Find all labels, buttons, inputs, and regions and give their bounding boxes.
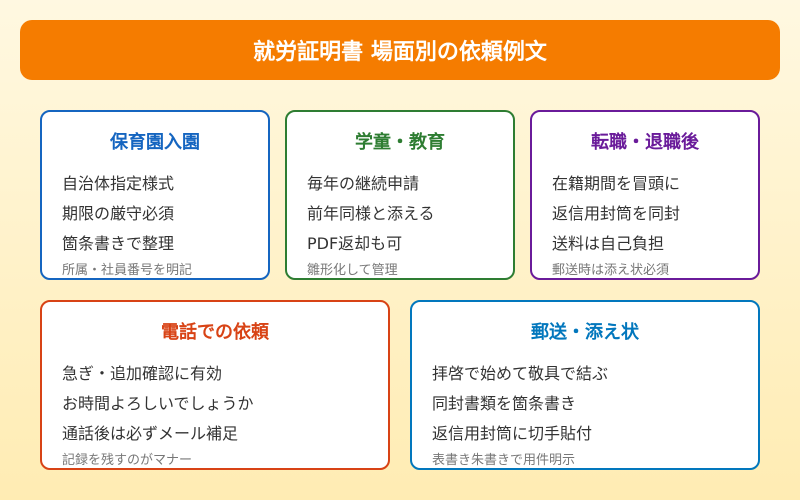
- card-note: 雛形化して管理: [307, 263, 398, 278]
- card-title: 保育園入園: [110, 132, 200, 153]
- card-item: 期限の厳守必須: [62, 204, 175, 223]
- card-item: PDF返却も可: [307, 234, 403, 253]
- card-item: お時間よろしいでしょうか: [62, 394, 254, 413]
- card-note: 所属・社員番号を明記: [62, 263, 193, 278]
- card-item: 拝啓で始めて敬具で結ぶ: [432, 364, 609, 383]
- card-note: 表書き朱書きで用件明示: [432, 453, 576, 468]
- page-title: 就労証明書 場面別の依頼例文: [253, 40, 547, 65]
- card-item: 急ぎ・追加確認に有効: [62, 364, 223, 383]
- card-note: 郵送時は添え状必須: [552, 263, 670, 278]
- card-item: 送料は自己負担: [552, 234, 665, 253]
- card-title: 郵送・添え状: [531, 322, 639, 343]
- card-item: 前年同様と添える: [307, 204, 435, 223]
- card-job-change: 転職・退職後 在籍期間を冒頭に 返信用封筒を同封 送料は自己負担 郵送時は添え状…: [530, 110, 760, 280]
- card-item: 毎年の継続申請: [307, 174, 420, 193]
- card-phone: 電話での依頼 急ぎ・追加確認に有効 お時間よろしいでしょうか 通話後は必ずメール…: [40, 300, 390, 470]
- card-note: 記録を残すのがマナー: [62, 453, 193, 468]
- card-item: 同封書類を箇条書き: [432, 394, 577, 413]
- card-title: 転職・退職後: [591, 132, 699, 153]
- card-item: 自治体指定様式: [62, 174, 175, 193]
- card-item: 在籍期間を冒頭に: [552, 174, 681, 193]
- card-item: 通話後は必ずメール補足: [62, 424, 239, 443]
- card-item: 返信用封筒に切手貼付: [432, 424, 593, 443]
- card-item: 箇条書きで整理: [62, 234, 175, 253]
- card-title: 電話での依頼: [161, 322, 269, 343]
- card-afterschool: 学童・教育 毎年の継続申請 前年同様と添える PDF返却も可 雛形化して管理: [285, 110, 515, 280]
- title-banner: 就労証明書 場面別の依頼例文: [20, 20, 780, 80]
- card-title: 学童・教育: [355, 132, 445, 153]
- card-item: 返信用封筒を同封: [552, 204, 681, 223]
- card-nursery: 保育園入園 自治体指定様式 期限の厳守必須 箇条書きで整理 所属・社員番号を明記: [40, 110, 270, 280]
- card-mail: 郵送・添え状 拝啓で始めて敬具で結ぶ 同封書類を箇条書き 返信用封筒に切手貼付 …: [410, 300, 760, 470]
